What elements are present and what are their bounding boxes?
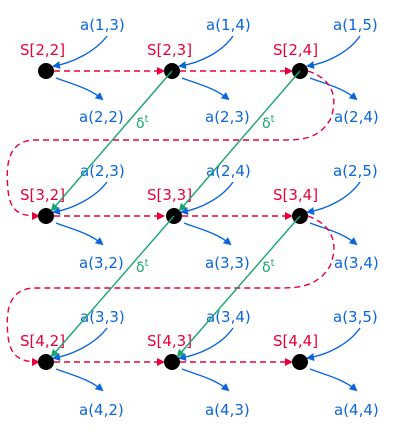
input-arrow <box>306 327 361 362</box>
state-label: S[4,2] <box>20 332 65 350</box>
delta-label: δt <box>136 258 149 276</box>
delta-label: δt <box>262 114 275 132</box>
state-label: S[2,4] <box>273 41 318 59</box>
delta-label: δt <box>262 258 275 276</box>
output-arrow <box>309 368 358 392</box>
state-node <box>38 354 54 370</box>
input-arrow <box>306 35 361 70</box>
input-arrow <box>306 181 361 216</box>
input-arrow <box>52 35 108 69</box>
state-label: S[2,3] <box>147 41 192 59</box>
state-label: S[2,2] <box>20 41 65 59</box>
diagram-row-2: S[3,2] S[3,3] S[3,4] a(2,3) a(2,4) a(2,5… <box>20 162 379 272</box>
output-label: a(2,3) <box>205 108 250 126</box>
output-label: a(3,4) <box>334 254 379 272</box>
output-arrow <box>309 222 358 246</box>
delta-label: δt <box>136 114 149 132</box>
state-node <box>38 208 54 224</box>
output-label: a(3,2) <box>79 254 124 272</box>
input-label: a(3,5) <box>333 308 378 326</box>
output-label: a(4,4) <box>334 401 379 419</box>
output-arrow <box>55 222 104 246</box>
output-label: a(3,3) <box>205 254 250 272</box>
row-wrap-arrow <box>6 215 335 366</box>
output-label: a(4,3) <box>205 401 250 419</box>
state-node <box>292 354 308 370</box>
state-label: S[4,4] <box>273 332 318 350</box>
diagram-row-1: S[2,2] S[2,3] S[2,4] a(1,3) a(1,4) a(1,5… <box>20 16 379 126</box>
input-label: a(2,5) <box>333 162 378 180</box>
input-label: a(2,3) <box>80 162 125 180</box>
output-arrow <box>55 368 104 392</box>
input-label: a(1,3) <box>80 16 125 34</box>
delta-arrow <box>176 215 301 358</box>
state-node <box>38 63 54 79</box>
state-label: S[3,2] <box>20 186 65 204</box>
state-label: S[3,4] <box>273 186 318 204</box>
output-arrow <box>181 77 230 101</box>
row-wrap-arrow <box>6 70 335 220</box>
state-label: S[4,3] <box>147 332 192 350</box>
output-label: a(2,2) <box>79 108 124 126</box>
input-label: a(1,4) <box>206 16 251 34</box>
state-node <box>164 354 180 370</box>
output-arrow <box>181 368 230 392</box>
delta-arrows: δt δt δt δt <box>50 70 301 358</box>
input-arrow <box>178 327 234 362</box>
delta-arrow <box>178 70 301 212</box>
output-arrow <box>309 77 358 101</box>
input-arrow <box>178 35 234 70</box>
delta-arrow <box>50 70 173 212</box>
delta-arrow <box>50 215 175 358</box>
input-label: a(3,3) <box>80 308 125 326</box>
input-label: a(1,5) <box>333 16 378 34</box>
input-label: a(3,4) <box>206 308 251 326</box>
output-arrow <box>183 222 232 246</box>
output-label: a(2,4) <box>334 108 379 126</box>
state-label: S[3,3] <box>147 186 192 204</box>
output-label: a(4,2) <box>79 401 124 419</box>
output-arrow <box>55 77 104 101</box>
diagram-row-3: S[4,2] S[4,3] S[4,4] a(3,3) a(3,4) a(3,5… <box>20 308 379 419</box>
input-label: a(2,4) <box>206 162 251 180</box>
